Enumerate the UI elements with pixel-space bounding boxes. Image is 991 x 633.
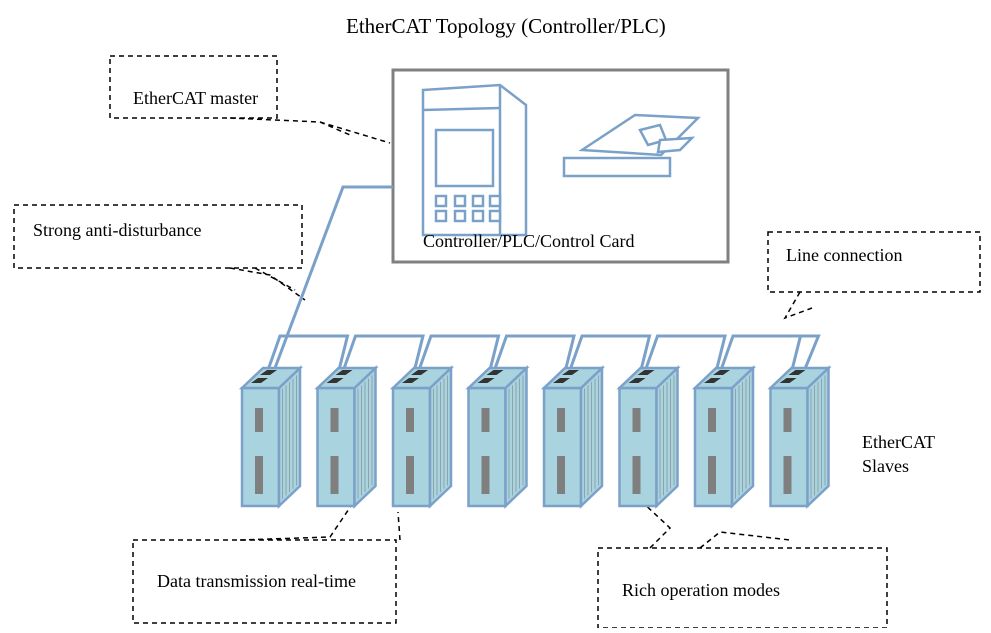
cable-tail — [756, 334, 821, 371]
cable-slave-link — [644, 334, 727, 377]
pointer-realtime — [239, 499, 401, 541]
slave-port — [779, 378, 797, 383]
slave-slot — [783, 456, 792, 494]
slave-port — [260, 370, 277, 375]
pointer-anti-disturbance — [229, 267, 306, 301]
slave-port — [713, 370, 730, 375]
cable-slave-link — [342, 334, 425, 377]
slave-slot — [406, 456, 414, 494]
callout-box-realtime — [132, 539, 397, 624]
slave-port — [562, 370, 579, 375]
callout-anti-disturbance-text: Strong anti-disturbance — [33, 220, 202, 240]
slave-slot — [632, 408, 641, 432]
slave-slot — [481, 408, 490, 432]
slave-slot — [330, 456, 339, 494]
master-label: Controller/PLC/Control Card — [423, 231, 635, 251]
plc-device — [421, 83, 528, 237]
slave-slot — [481, 456, 490, 494]
slave-port — [704, 378, 721, 383]
slave-slot — [255, 408, 263, 432]
slave-group — [238, 365, 832, 509]
slave-module — [238, 365, 304, 509]
slave-module — [465, 365, 530, 509]
pointer-line-connection — [783, 291, 813, 320]
slave-port — [402, 378, 419, 383]
slave-port — [335, 370, 353, 375]
callout-realtime-text: Data transmission real-time — [157, 571, 356, 591]
slave-slot — [708, 456, 716, 494]
slave-port — [628, 378, 646, 383]
callout-box-line-connection — [767, 231, 981, 293]
slave-module — [314, 365, 379, 509]
cable-master-to-slave — [270, 185, 393, 377]
slave-slot — [255, 456, 263, 494]
callout-box-master — [109, 55, 278, 119]
network-cables — [266, 185, 821, 377]
slave-slot — [330, 408, 339, 432]
cable-slave-link — [417, 334, 501, 377]
slave-module — [616, 365, 681, 509]
slave-port — [326, 378, 344, 383]
slave-port — [477, 378, 495, 383]
slave-port — [251, 378, 268, 383]
diagram-title: EtherCAT Topology (Controller/PLC) — [346, 14, 666, 38]
slave-slot — [406, 408, 414, 432]
callout-master-text: EtherCAT master — [133, 88, 259, 108]
cable-slave-link — [568, 334, 652, 377]
slave-port — [411, 370, 428, 375]
slaves-label: EtherCAT Slaves — [862, 432, 935, 476]
callout-pointers — [229, 117, 813, 549]
slave-module — [767, 365, 832, 509]
slave-slot — [557, 456, 565, 494]
pointer-operation-modes — [639, 499, 791, 549]
callout-operation-modes-text: Rich operation modes — [622, 580, 780, 600]
slave-front — [391, 386, 432, 508]
cable-slave-link — [266, 334, 350, 377]
slave-slot — [632, 456, 641, 494]
slave-port — [553, 378, 570, 383]
slave-slot — [708, 408, 716, 432]
slave-slot — [783, 408, 792, 432]
callout-boxes — [13, 55, 981, 629]
slave-module — [691, 365, 757, 509]
slave-module — [389, 365, 455, 509]
cable-slave-link — [493, 334, 576, 377]
slave-port — [637, 370, 655, 375]
slave-port — [788, 370, 806, 375]
slave-module — [540, 365, 606, 509]
pointer-master — [229, 117, 391, 144]
callout-line-connection-text: Line connection — [786, 245, 903, 265]
control-card — [562, 113, 701, 178]
callout-box-anti-disturbance — [13, 204, 303, 269]
slave-slot — [557, 408, 565, 432]
slave-port — [486, 370, 504, 375]
